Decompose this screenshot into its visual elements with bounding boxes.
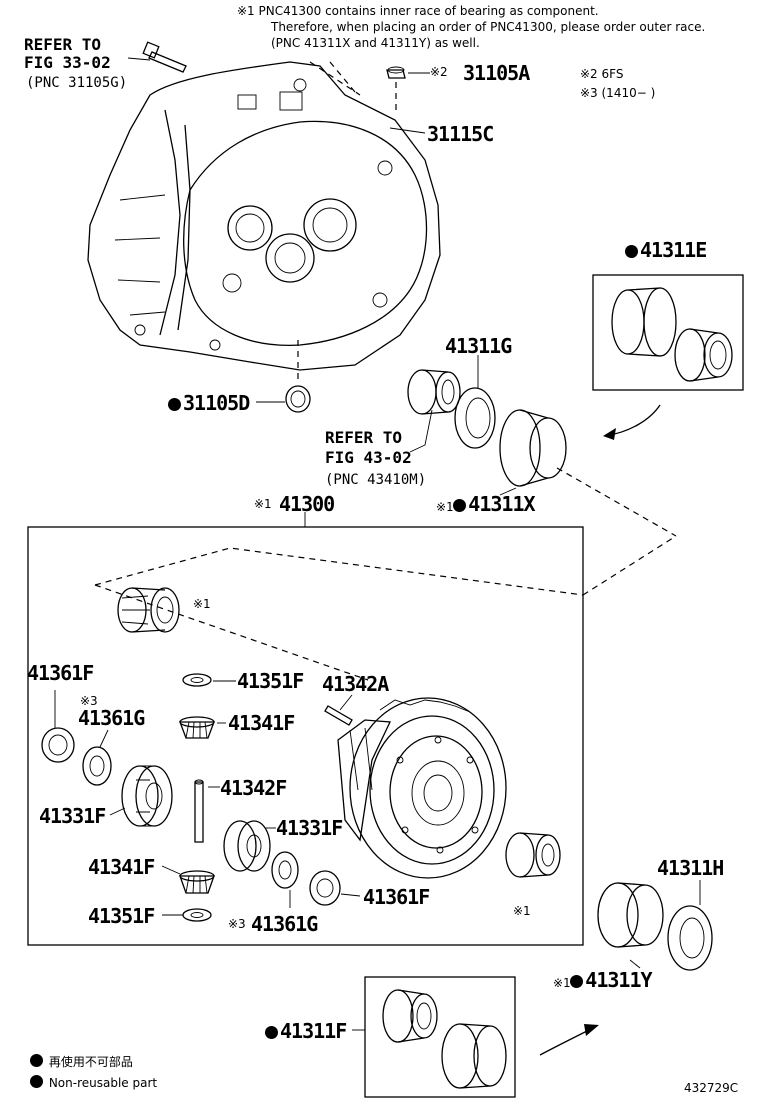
part-41311x[interactable]: ※1 41311X xyxy=(436,492,536,516)
bearing-41311g-drawing xyxy=(407,369,567,487)
part-41311g[interactable]: 41311G xyxy=(445,334,512,358)
non-reusable-dot-icon xyxy=(570,975,584,988)
kit-box-41311e xyxy=(592,274,744,391)
note-2: ※2 6FS xyxy=(580,67,624,81)
refer-fig33-line3: (PNC 31105G) xyxy=(26,75,128,91)
non-reusable-dot-icon xyxy=(265,1026,278,1039)
legend-jp: 再使用不可部品 xyxy=(30,1054,133,1068)
part-41341f-bottom[interactable]: 41341F xyxy=(88,855,155,879)
side-gear-41331f-center-drawing xyxy=(223,820,271,872)
part-41311y-label: 41311Y xyxy=(585,968,652,992)
non-reusable-dot-icon xyxy=(453,499,467,512)
part-41311h[interactable]: 41311H xyxy=(657,856,724,880)
washer-41361g-left-drawing xyxy=(82,746,112,786)
bolt-31105g-drawing xyxy=(142,41,187,73)
refer-fig43-line3: (PNC 43410M) xyxy=(325,472,427,488)
washer-41351f-top-drawing xyxy=(182,673,212,687)
bearing-cone-right-drawing xyxy=(505,832,561,878)
part-41311f[interactable]: 41311F xyxy=(265,1019,347,1043)
diagram-id: 432729C xyxy=(684,1081,739,1095)
legend-jp-text: 再使用不可部品 xyxy=(48,1055,133,1069)
part-41311e[interactable]: 41311E xyxy=(625,238,707,262)
pinion-41341f-bottom-drawing xyxy=(179,870,215,894)
pinion-41341f-top-drawing xyxy=(179,716,215,739)
part-41361f-left[interactable]: 41361F xyxy=(27,661,94,685)
side-gear-41331f-left-drawing xyxy=(121,765,173,827)
mark-3-left: ※3 xyxy=(80,694,98,708)
washer-41351f-bottom-drawing xyxy=(182,908,212,922)
refer-fig33-line1[interactable]: REFER TO xyxy=(24,35,102,54)
non-reusable-dot-icon xyxy=(168,398,181,411)
refer-fig43-line1[interactable]: REFER TO xyxy=(325,428,403,447)
part-41361f-center[interactable]: 41361F xyxy=(363,885,430,909)
mark-1-top-cone: ※1 xyxy=(193,597,211,611)
washer-41361g-center-drawing xyxy=(271,851,299,889)
note-1-line3: (PNC 41311X and 41311Y) as well. xyxy=(271,36,480,50)
seal-31105d-drawing xyxy=(285,385,311,413)
mark-1-41311y: ※1 xyxy=(553,976,571,990)
shaft-41342f-drawing xyxy=(194,779,204,843)
part-31105d-label: 31105D xyxy=(183,391,250,415)
part-41331f-left[interactable]: 41331F xyxy=(39,804,106,828)
part-31105a[interactable]: 31105A xyxy=(463,61,530,85)
non-reusable-dot-icon xyxy=(625,245,638,258)
bearing-41311f-drawing xyxy=(382,989,507,1089)
part-31105d[interactable]: 31105D xyxy=(168,391,250,415)
mark-1-right-cone: ※1 xyxy=(513,904,531,918)
legend-dot-icon xyxy=(30,1054,43,1067)
part-41311f-label: 41311F xyxy=(280,1019,347,1043)
shim-41311h-drawing xyxy=(667,905,713,971)
differential-ring-gear-drawing xyxy=(337,697,507,879)
refer-fig43-line2[interactable]: FIG 43-02 xyxy=(325,448,412,467)
kit-box-41311f xyxy=(364,976,516,1098)
note-3: ※3 (1410− ) xyxy=(580,86,656,100)
part-41361g-left[interactable]: 41361G xyxy=(78,706,145,730)
part-41300[interactable]: 41300 xyxy=(279,492,335,516)
part-41342f[interactable]: 41342F xyxy=(220,776,287,800)
part-41342a[interactable]: 41342A xyxy=(322,672,389,696)
legend-en-text: Non-reusable part xyxy=(48,1076,158,1090)
part-31115c[interactable]: 31115C xyxy=(427,122,494,146)
bearing-cone-top-drawing xyxy=(117,587,180,633)
legend-en: Non-reusable part xyxy=(30,1075,157,1089)
part-41361g-center[interactable]: 41361G xyxy=(251,912,318,936)
bearing-41311e-drawing xyxy=(611,287,733,382)
mark-1-41300: ※1 xyxy=(254,497,272,511)
part-41311e-label: 41311E xyxy=(640,238,707,262)
mark-1-41311x: ※1 xyxy=(436,500,454,514)
plug-31105a-drawing xyxy=(386,66,406,79)
washer-41361f-left-drawing xyxy=(41,727,75,763)
kit-box-41300 xyxy=(27,526,584,946)
legend-dot-icon xyxy=(30,1075,43,1088)
part-41331f-center[interactable]: 41331F xyxy=(276,816,343,840)
outer-race-41311y-drawing xyxy=(597,882,664,948)
transaxle-case-drawing xyxy=(87,61,441,371)
washer-41361f-center-drawing xyxy=(309,870,341,906)
note-1-line1: ※1 PNC41300 contains inner race of beari… xyxy=(237,4,599,18)
refer-fig33-line2[interactable]: FIG 33-02 xyxy=(24,53,111,72)
mark-2-label: ※2 xyxy=(430,65,448,79)
part-41351f-bottom[interactable]: 41351F xyxy=(88,904,155,928)
part-41351f-top[interactable]: 41351F xyxy=(237,669,304,693)
note-1-line2: Therefore, when placing an order of PNC4… xyxy=(271,20,706,34)
part-41311y[interactable]: ※1 41311Y xyxy=(553,968,653,992)
mark-3-center: ※3 xyxy=(228,917,246,931)
pin-41342a-drawing xyxy=(324,705,353,726)
part-41311x-label: 41311X xyxy=(468,492,535,516)
part-41341f-top[interactable]: 41341F xyxy=(228,711,295,735)
